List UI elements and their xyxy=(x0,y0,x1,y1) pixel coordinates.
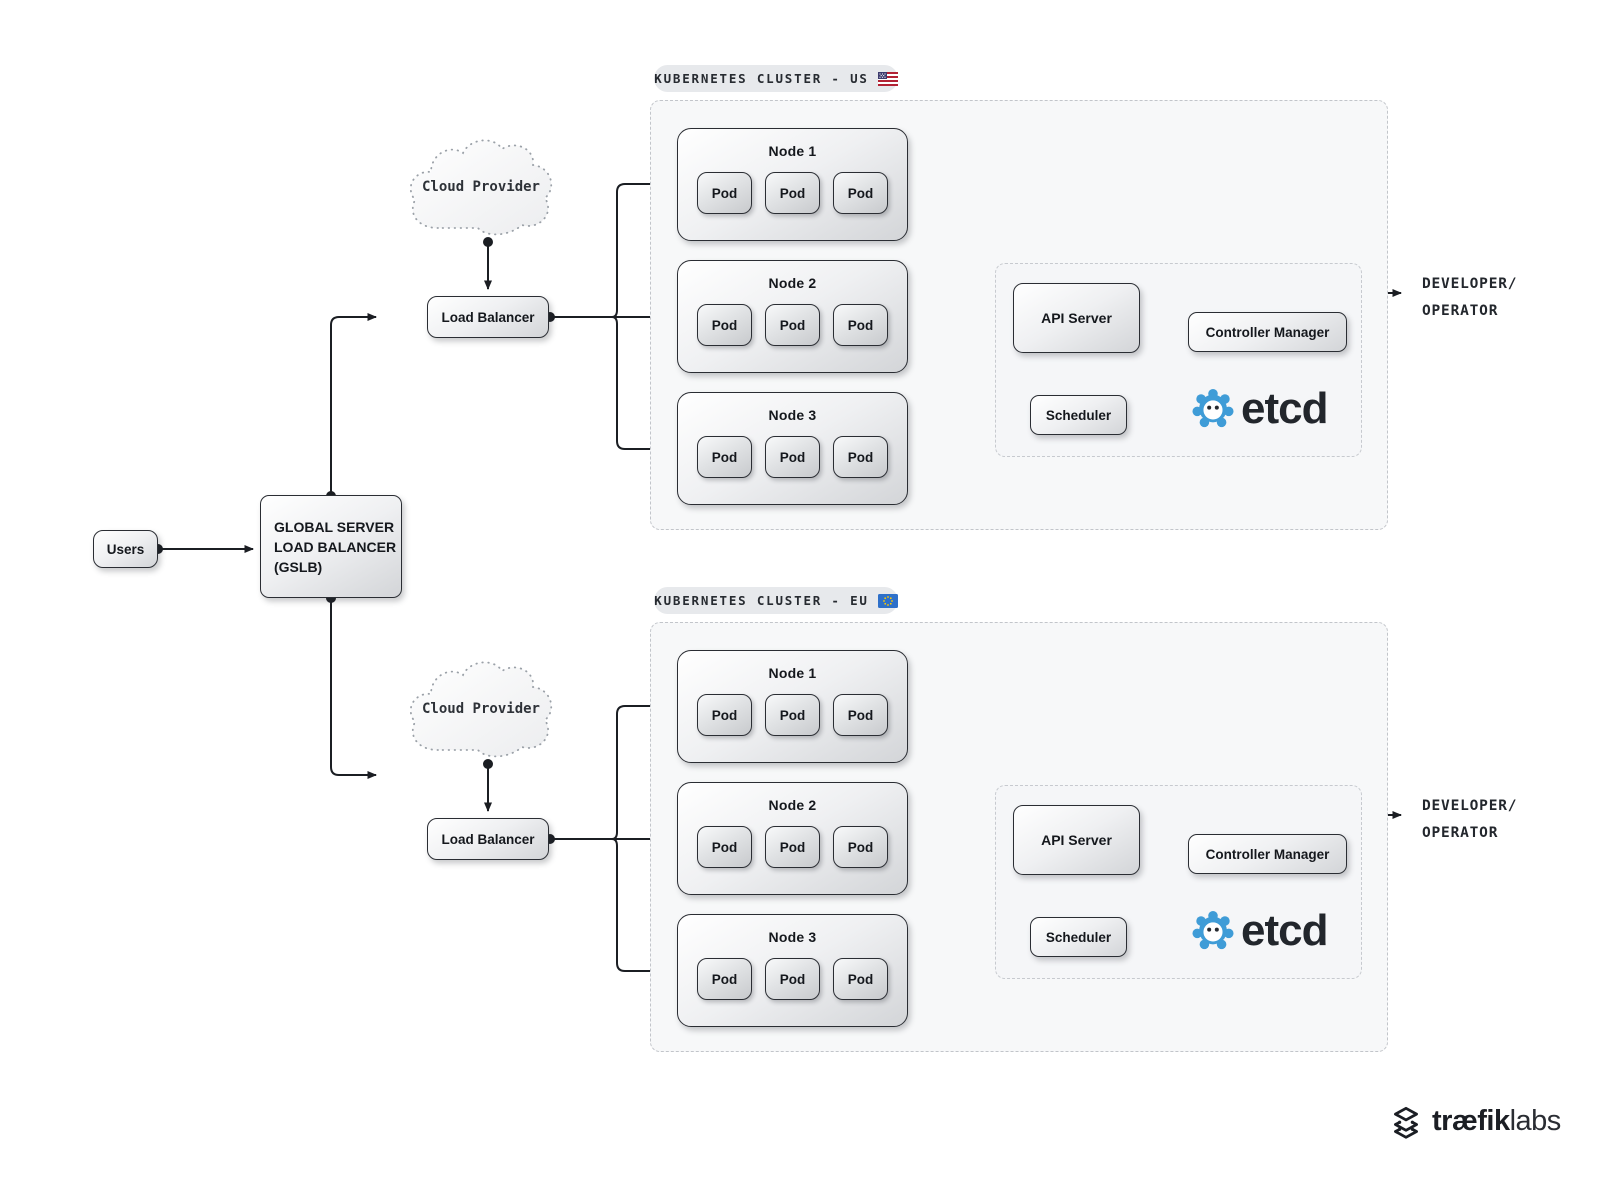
controller-manager-eu: Controller Manager xyxy=(1188,834,1347,874)
node-eu-2: Node 2 Pod Pod Pod xyxy=(677,782,908,895)
pod: Pod xyxy=(765,172,820,214)
users-box: Users xyxy=(93,530,158,568)
pod: Pod xyxy=(697,958,752,1000)
etcd-wordmark: etcd xyxy=(1241,906,1328,955)
node-us-2: Node 2 Pod Pod Pod xyxy=(677,260,908,373)
cloud-provider-label: Cloud Provider xyxy=(421,179,540,195)
arrow-lb-to-node1-us xyxy=(611,180,667,318)
etcd-logo-us: etcd xyxy=(1192,384,1328,433)
node-title: Node 3 xyxy=(768,407,817,423)
pod: Pod xyxy=(765,958,820,1000)
pod: Pod xyxy=(697,172,752,214)
eu-flag-icon xyxy=(877,593,898,608)
brand-wordmark-bold: træfik xyxy=(1432,1104,1510,1137)
pod: Pod xyxy=(697,436,752,478)
load-balancer-label: Load Balancer xyxy=(441,831,535,847)
node-eu-3: Node 3 Pod Pod Pod xyxy=(677,914,908,1027)
scheduler-label: Scheduler xyxy=(1045,929,1112,945)
load-balancer-eu: Load Balancer xyxy=(427,818,549,860)
node-title: Node 3 xyxy=(768,929,817,945)
cloud-provider-us: Cloud Provider xyxy=(400,134,562,246)
load-balancer-label: Load Balancer xyxy=(441,309,535,325)
pod: Pod xyxy=(765,826,820,868)
pod: Pod xyxy=(697,826,752,868)
developer-operator-label-eu: DEVELOPER/ OPERATOR xyxy=(1422,798,1518,841)
us-flag-icon xyxy=(877,71,898,86)
etcd-gear-icon xyxy=(1192,910,1234,950)
pods-row: Pod Pod Pod xyxy=(678,172,907,214)
pods-row: Pod Pod Pod xyxy=(678,958,907,1000)
node-title: Node 1 xyxy=(768,143,817,159)
developer-operator-label-us: DEVELOPER/ OPERATOR xyxy=(1422,276,1518,319)
cluster-title-eu-text: KUBERNETES CLUSTER - EU xyxy=(654,593,869,608)
cluster-title-us: KUBERNETES CLUSTER - US xyxy=(654,65,898,92)
pod: Pod xyxy=(833,958,888,1000)
pod: Pod xyxy=(765,436,820,478)
pod: Pod xyxy=(765,304,820,346)
scheduler-eu: Scheduler xyxy=(1030,917,1127,957)
node-eu-1: Node 1 Pod Pod Pod xyxy=(677,650,908,763)
node-us-3: Node 3 Pod Pod Pod xyxy=(677,392,908,505)
scheduler-label: Scheduler xyxy=(1045,407,1112,423)
pod: Pod xyxy=(833,436,888,478)
cloud-icon xyxy=(409,139,553,236)
gslb-box: GLOBAL SERVER LOAD BALANCER (GSLB) xyxy=(260,495,402,598)
pods-row: Pod Pod Pod xyxy=(678,436,907,478)
controller-manager-label: Controller Manager xyxy=(1205,846,1330,862)
etcd-logo-eu: etcd xyxy=(1192,906,1328,955)
arrow-gslb-to-lb-us xyxy=(330,313,377,494)
traefik-icon xyxy=(1394,1106,1418,1139)
node-title: Node 2 xyxy=(768,275,817,291)
pod: Pod xyxy=(833,304,888,346)
load-balancer-us: Load Balancer xyxy=(427,296,549,338)
pod: Pod xyxy=(697,694,752,736)
arrow-gslb-to-lb-eu xyxy=(330,599,377,779)
arrow-lb-to-node1-eu xyxy=(611,702,667,840)
pods-row: Pod Pod Pod xyxy=(678,694,907,736)
arrow-lb-to-node3-eu xyxy=(611,838,667,975)
api-server-eu: API Server xyxy=(1013,805,1140,875)
node-title: Node 1 xyxy=(768,665,817,681)
pods-row: Pod Pod Pod xyxy=(678,304,907,346)
pod: Pod xyxy=(833,172,888,214)
etcd-wordmark: etcd xyxy=(1241,384,1328,433)
arrow-lb-to-node3-us xyxy=(611,316,667,453)
controller-manager-label: Controller Manager xyxy=(1205,324,1330,340)
node-us-1: Node 1 Pod Pod Pod xyxy=(677,128,908,241)
pod: Pod xyxy=(765,694,820,736)
pods-row: Pod Pod Pod xyxy=(678,826,907,868)
cluster-title-eu: KUBERNETES CLUSTER - EU xyxy=(654,587,898,614)
controller-manager-us: Controller Manager xyxy=(1188,312,1347,352)
cloud-icon xyxy=(409,661,553,758)
api-server-label: API Server xyxy=(1041,832,1112,848)
pod: Pod xyxy=(833,826,888,868)
pod: Pod xyxy=(833,694,888,736)
users-label: Users xyxy=(106,541,145,557)
etcd-gear-icon xyxy=(1192,388,1234,428)
gslb-label: GLOBAL SERVER LOAD BALANCER (GSLB) xyxy=(274,518,397,575)
cloud-provider-eu: Cloud Provider xyxy=(400,656,562,768)
scheduler-us: Scheduler xyxy=(1030,395,1127,435)
pod: Pod xyxy=(697,304,752,346)
traefiklabs-logo: træfiklabs xyxy=(1388,1103,1561,1139)
brand-wordmark-light: labs xyxy=(1509,1104,1562,1137)
cluster-title-us-text: KUBERNETES CLUSTER - US xyxy=(654,71,869,86)
cloud-provider-label: Cloud Provider xyxy=(421,701,540,717)
node-title: Node 2 xyxy=(768,797,817,813)
api-server-label: API Server xyxy=(1041,310,1112,326)
api-server-us: API Server xyxy=(1013,283,1140,353)
